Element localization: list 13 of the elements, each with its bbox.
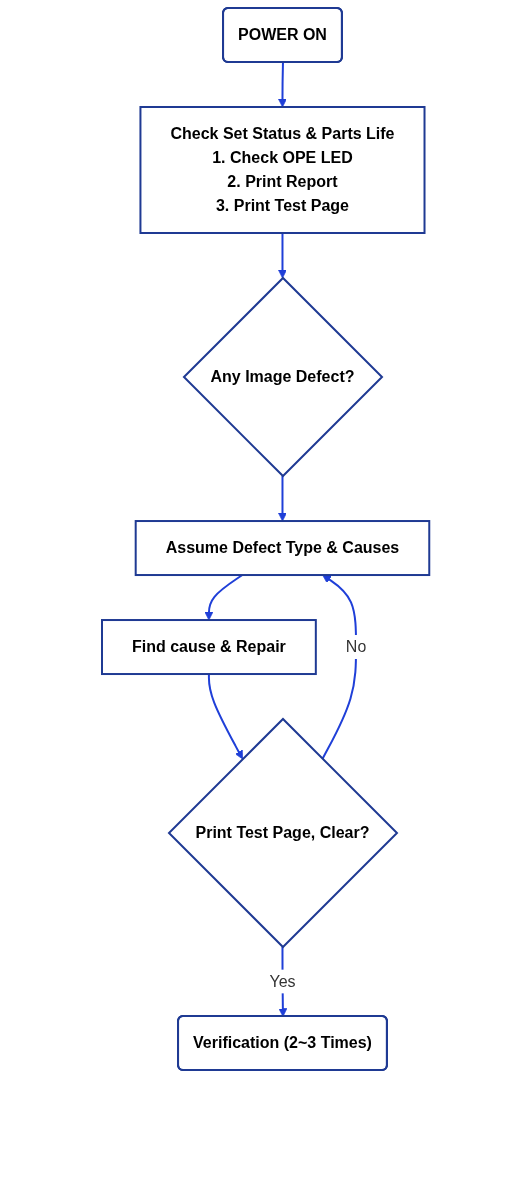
arrow [277,232,287,279]
node-box: Assume Defect Type & Causes [134,520,431,577]
arrow [277,475,287,522]
node-box: Find cause & Repair [100,619,317,676]
arrow [204,574,244,621]
node-diamond: Print Test Page, Clear? [167,717,399,949]
node-diamond: Any Image Defect? [182,276,384,478]
edge-label: Yes [269,972,296,990]
arrow [207,673,243,760]
node-box: Check Set Status & Parts Life 1. Check OPE LED 2. Print Report 3. Print Test Page [139,106,426,234]
edge-label: No [345,638,367,656]
arrow [321,574,357,760]
arrow [277,61,287,108]
